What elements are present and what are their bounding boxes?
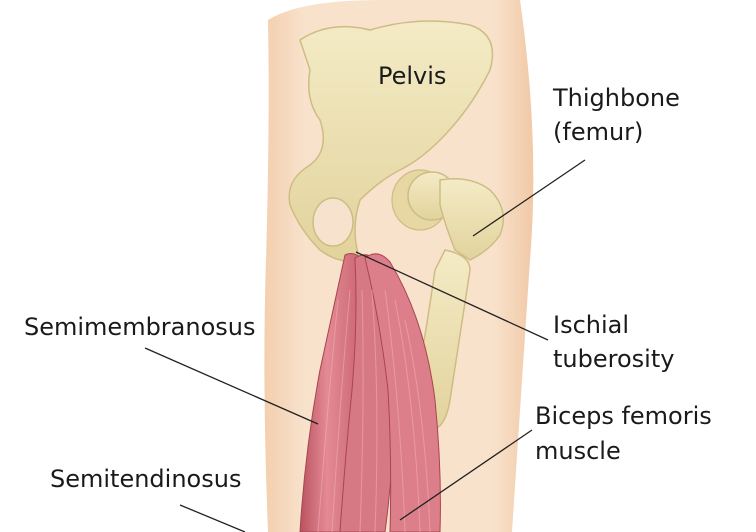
leader-line-thighbone (472, 159, 586, 237)
label-pelvis: Pelvis (378, 62, 447, 90)
biceps-femoris-muscle (364, 253, 441, 532)
label-tuberosity: tuberosity (553, 345, 675, 373)
label-biceps-femoris: Biceps femoris (535, 402, 712, 430)
leader-line-biceps (399, 429, 533, 521)
obturator-foramen (312, 197, 354, 247)
leader-line-ischial (355, 251, 549, 341)
muscle-fibers (317, 289, 431, 532)
leader-lines (144, 159, 586, 532)
femur-neck (439, 178, 505, 261)
label-femur: (femur) (553, 118, 644, 146)
label-thighbone: Thighbone (553, 84, 680, 112)
label-semimembranosus: Semimembranosus (24, 313, 256, 341)
label-semitendinosus: Semitendinosus (50, 465, 242, 493)
leader-line-semitendinosus (179, 504, 246, 532)
leader-line-semimembranosus (144, 347, 319, 425)
label-ischial: Ischial (553, 311, 630, 339)
label-muscle: muscle (535, 437, 621, 465)
